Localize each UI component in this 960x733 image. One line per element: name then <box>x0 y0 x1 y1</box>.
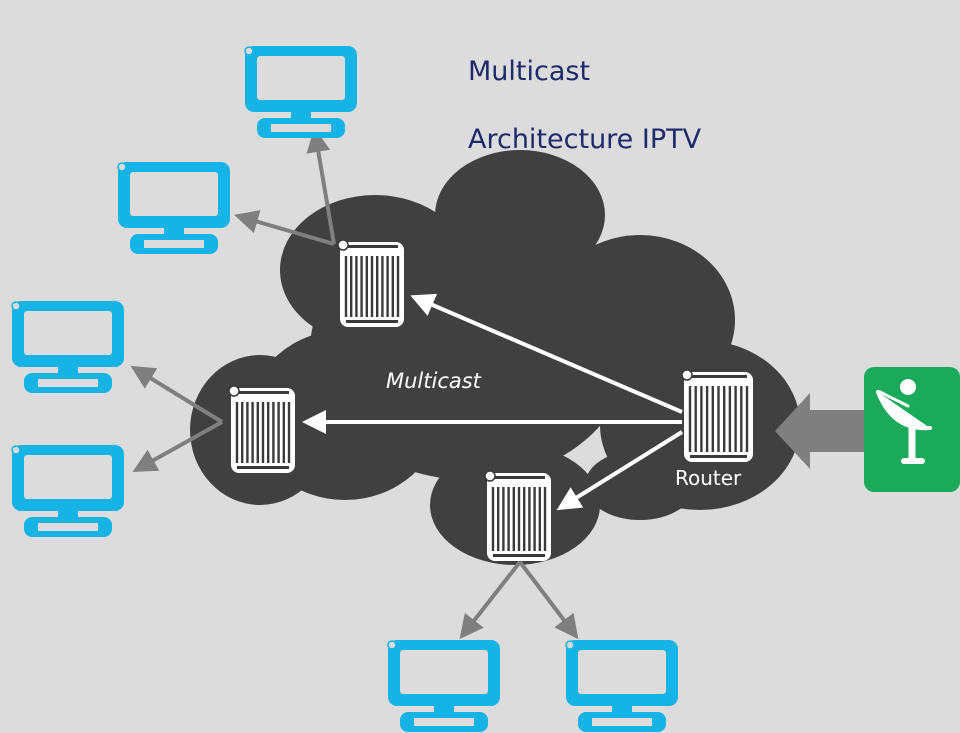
diagram-title-line-2: Architecture IPTV <box>468 124 702 155</box>
multicast-edge-label: Multicast <box>386 369 481 393</box>
diagram-title-line-1: Multicast <box>468 56 591 87</box>
tv-2-screen-icon <box>117 162 230 254</box>
arrow-left-router-to-tv-3 <box>130 365 224 424</box>
arrow-bottom-router-to-tv-6 <box>518 560 579 640</box>
arrow-top-router-to-tv-2 <box>234 210 335 246</box>
tv-1-screen-icon <box>244 46 357 138</box>
tv-5-screen-icon <box>387 640 500 732</box>
tv-6-screen-icon <box>565 640 678 732</box>
core-router-label: Router <box>675 466 742 490</box>
distribution-arrows <box>130 128 579 640</box>
arrow-bottom-router-to-tv-5 <box>459 560 522 640</box>
router-bottom-icon <box>484 470 551 561</box>
satellite-dish-icon <box>876 379 932 464</box>
multicast-arrows <box>302 293 684 511</box>
core-router-icon <box>681 369 753 462</box>
router-left-icon <box>228 385 295 473</box>
arrow-top-router-to-tv-1 <box>306 128 336 245</box>
tv-4-screen-icon <box>11 445 124 537</box>
tv-3-screen-icon <box>11 301 124 393</box>
satellite-source <box>864 367 960 492</box>
arrow-core-to-top-router <box>410 293 683 414</box>
arrow-left-router-to-tv-4 <box>132 420 223 472</box>
arrow-core-to-bottom-router <box>556 430 684 511</box>
source-to-router-arrow <box>775 393 864 469</box>
router-top-icon <box>337 239 404 327</box>
